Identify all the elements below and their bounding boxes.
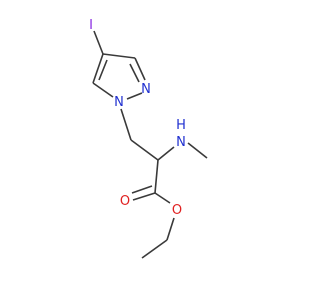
atom-labels: I N N H N O O xyxy=(89,18,186,218)
bond-c5-c4 xyxy=(92,53,104,84)
bond-n2-n1 xyxy=(126,92,143,100)
bonds xyxy=(92,30,208,259)
bond-c-o-double-b xyxy=(131,185,153,194)
atom-amine-h: H xyxy=(176,118,186,133)
bond-n1-ch2 xyxy=(120,108,132,141)
atom-n1: N xyxy=(114,95,124,110)
atom-iodine: I xyxy=(89,18,93,33)
bond-ch2-ch xyxy=(130,139,159,161)
bond-c-o-double-a xyxy=(132,192,156,201)
bond-nh-ch3 xyxy=(187,142,208,159)
atom-carbonyl-o: O xyxy=(120,194,130,209)
bond-ch-carbonyl-c xyxy=(154,159,159,194)
atom-n2: N xyxy=(141,82,151,97)
bond-i-c4 xyxy=(93,30,104,55)
bond-c3-n2 xyxy=(134,57,146,81)
molecule-diagram: I N N H N O O xyxy=(89,18,208,259)
bond-c5-c4-double xyxy=(98,59,108,81)
atom-amine-n: N xyxy=(176,135,186,150)
bond-c4-c3 xyxy=(102,53,136,59)
bond-o-ch2 xyxy=(166,217,175,241)
bond-n1-c5 xyxy=(92,82,114,98)
structure-canvas: I N N H N O O xyxy=(89,18,208,259)
bond-ch-nh xyxy=(157,146,175,161)
bond-ch2-ch3 xyxy=(141,239,168,259)
bond-c-o-ester xyxy=(154,192,171,204)
atom-ester-o: O xyxy=(172,203,182,218)
bond-c3-n2-double xyxy=(129,63,140,83)
